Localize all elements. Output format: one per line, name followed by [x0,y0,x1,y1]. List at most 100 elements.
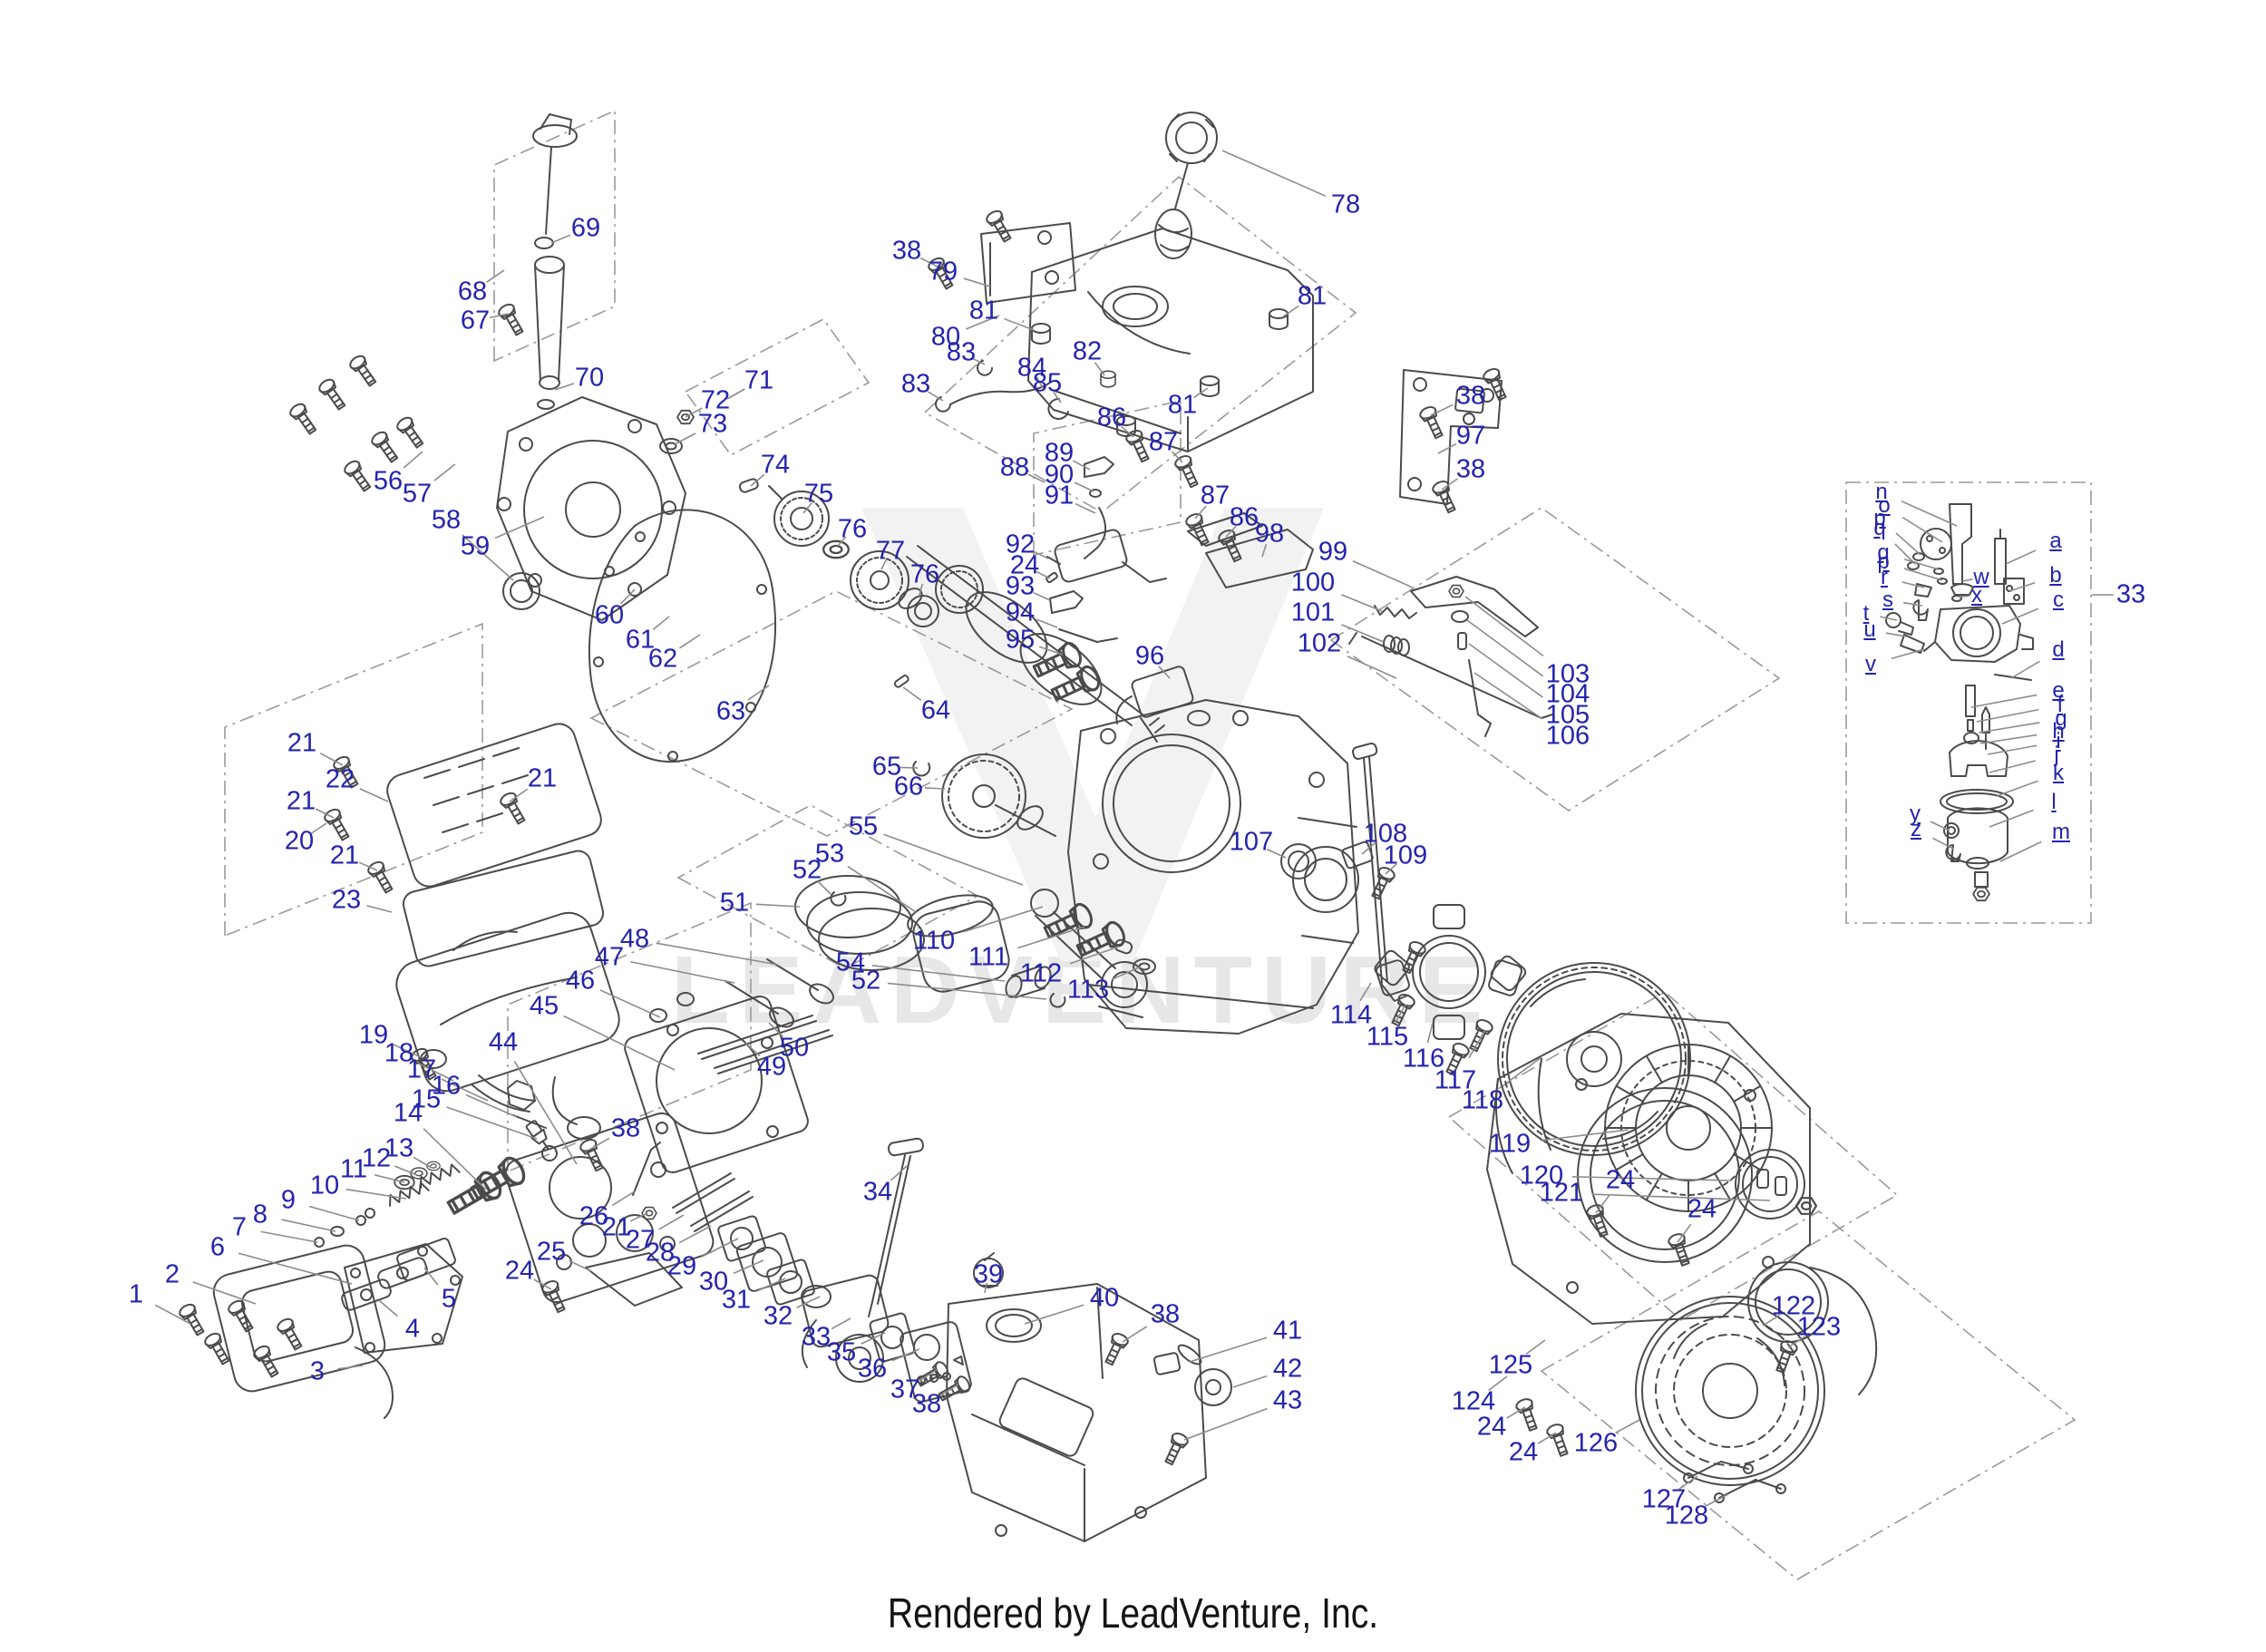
part-label-73-10[interactable]: 73 [697,409,728,439]
part-label-26-65[interactable]: 26 [579,1201,609,1231]
part-label-1-45[interactable]: 1 [128,1279,144,1309]
part-label-86-110[interactable]: 86 [1229,502,1259,532]
part-label-18-31[interactable]: 18 [384,1038,414,1068]
part-label-76-13[interactable]: 76 [837,514,868,544]
part-label-9-40[interactable]: 9 [280,1185,297,1215]
part-label-c-165[interactable]: c [2053,588,2064,612]
part-label-38-112[interactable]: 38 [1455,381,1486,411]
part-label-42-83[interactable]: 42 [1272,1354,1303,1384]
part-label-126-146[interactable]: 126 [1573,1428,1619,1458]
part-label-75-12[interactable]: 75 [803,479,834,509]
part-label-24-138[interactable]: 24 [1605,1165,1636,1195]
part-label-5-48[interactable]: 5 [441,1284,457,1314]
part-label-60-16[interactable]: 60 [594,600,625,630]
part-label-37-76[interactable]: 37 [890,1375,920,1404]
part-label-z-177[interactable]: z [1911,817,1921,841]
part-label-113-129[interactable]: 113 [1066,975,1110,1005]
part-label-v-160[interactable]: v [1865,652,1876,676]
part-label-l-174[interactable]: l [2051,790,2057,814]
part-label-21-23[interactable]: 21 [287,728,317,758]
part-label-38-114[interactable]: 38 [1455,454,1486,484]
part-label-74-11[interactable]: 74 [760,450,791,480]
part-label-w-161[interactable]: w [1973,565,1989,589]
part-label-j-172[interactable]: j [2054,743,2059,767]
part-label-87-109[interactable]: 87 [1200,481,1230,510]
part-label-40-80[interactable]: 40 [1089,1283,1120,1313]
part-label-i-171[interactable]: i [2056,729,2061,753]
part-label-k-173[interactable]: k [2053,761,2064,785]
part-label-67-2[interactable]: 67 [460,306,491,335]
part-label-78-96[interactable]: 78 [1330,189,1361,219]
part-label-115-131[interactable]: 115 [1366,1022,1409,1052]
part-label-114-130[interactable]: 114 [1329,1000,1373,1030]
part-label-85-91[interactable]: 85 [1032,368,1063,398]
part-label-87-98[interactable]: 87 [1148,427,1179,457]
part-label-112-128[interactable]: 112 [1019,958,1063,988]
part-label-30-70[interactable]: 30 [698,1267,729,1297]
part-label-119-135[interactable]: 119 [1488,1129,1532,1159]
part-label-21-26[interactable]: 21 [286,786,316,816]
part-label-65-21[interactable]: 65 [871,752,902,782]
part-label-7-42[interactable]: 7 [231,1212,248,1242]
part-label-98-111[interactable]: 98 [1254,519,1285,549]
part-label-51-57[interactable]: 51 [719,888,750,918]
part-label-32-72[interactable]: 32 [763,1301,793,1331]
part-label-102-118[interactable]: 102 [1297,628,1342,658]
part-label-21-25[interactable]: 21 [527,763,558,793]
part-label-71-8[interactable]: 71 [744,365,774,395]
part-label-28-68[interactable]: 28 [645,1238,676,1268]
part-label-p-155[interactable]: p [1877,549,1890,574]
part-label-20-27[interactable]: 20 [284,826,315,856]
part-label-34-78[interactable]: 34 [862,1177,893,1207]
part-label-100-116[interactable]: 100 [1290,568,1336,598]
part-label-109-125[interactable]: 109 [1383,841,1428,870]
part-label-38-54[interactable]: 38 [610,1113,641,1143]
part-label-93-105[interactable]: 93 [1005,571,1036,601]
part-label-o-151[interactable]: o [1878,493,1891,518]
part-label-50-56[interactable]: 50 [779,1033,810,1063]
part-label-49-55[interactable]: 49 [756,1052,787,1082]
part-label-122-140[interactable]: 122 [1771,1291,1816,1321]
part-label-101-117[interactable]: 101 [1290,598,1336,627]
part-label-83-89[interactable]: 83 [946,337,977,367]
part-label-13-36[interactable]: 13 [384,1133,414,1163]
part-label-19-30[interactable]: 19 [358,1020,389,1050]
part-label-46-51[interactable]: 46 [565,966,596,996]
part-label-92-103[interactable]: 92 [1005,530,1036,559]
part-label-u-159[interactable]: u [1863,617,1876,642]
part-label-45-50[interactable]: 45 [529,991,559,1021]
part-label-11-38[interactable]: 11 [339,1154,368,1184]
part-label-29-69[interactable]: 29 [666,1251,697,1281]
part-label-57-5[interactable]: 57 [402,479,433,509]
part-label-55-60[interactable]: 55 [848,811,879,841]
part-label-47-52[interactable]: 47 [594,942,625,972]
part-label-81-87[interactable]: 81 [968,296,999,326]
part-label-83-92[interactable]: 83 [900,369,931,399]
part-label-15-34[interactable]: 15 [411,1084,442,1114]
part-label-84-90[interactable]: 84 [1016,353,1047,383]
part-label-24-64[interactable]: 24 [504,1256,535,1286]
part-label-35-74[interactable]: 35 [826,1337,857,1367]
part-label-24-144[interactable]: 24 [1476,1412,1507,1442]
part-label-2-44[interactable]: 2 [164,1259,180,1289]
part-label-4-47[interactable]: 4 [404,1314,421,1344]
part-label-99-115[interactable]: 99 [1318,537,1348,567]
part-label-39-79[interactable]: 39 [973,1259,1004,1289]
part-label-86-97[interactable]: 86 [1096,403,1127,432]
part-label-82-93[interactable]: 82 [1072,336,1103,366]
part-label-52-58[interactable]: 52 [792,855,822,885]
part-label-110-126[interactable]: 110 [912,926,956,956]
part-label-38-85[interactable]: 38 [891,236,922,266]
part-label-10-39[interactable]: 10 [309,1171,340,1200]
part-label-14-35[interactable]: 14 [393,1098,423,1128]
part-label-q-153[interactable]: q [1873,516,1886,540]
part-label-107-123[interactable]: 107 [1229,827,1274,857]
part-label-h-170[interactable]: h [2052,719,2065,743]
part-label-96-108[interactable]: 96 [1134,641,1165,671]
part-label-44-49[interactable]: 44 [488,1027,519,1057]
part-label-69-0[interactable]: 69 [570,213,601,243]
part-label-g-169[interactable]: g [2055,706,2067,731]
part-label-111-127[interactable]: 111 [968,942,1009,972]
part-label-25-63[interactable]: 25 [536,1237,567,1267]
part-label-56-4[interactable]: 56 [373,466,404,496]
